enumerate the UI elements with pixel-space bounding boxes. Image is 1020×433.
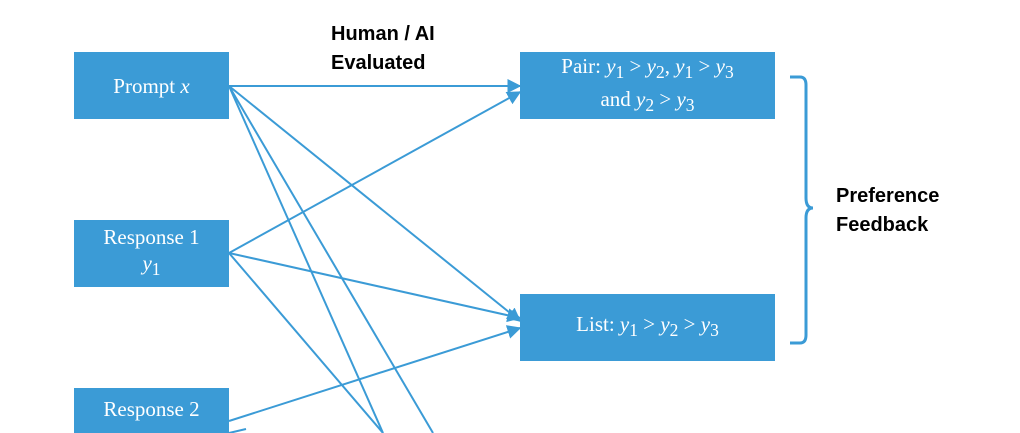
prompt-label: Prompt x [113, 73, 190, 98]
edge-response1-down [228, 252, 384, 433]
edge-prompt-down-2 [228, 85, 434, 433]
edge-response1-to-list [228, 252, 522, 323]
response2-box: Response 2 [74, 388, 229, 433]
pair-line-2: and y2 > y3 [600, 86, 695, 115]
edge-response2-tail [228, 428, 247, 433]
response2-label: Response 2 [103, 397, 200, 421]
list-box: List: y1 > y2 > y3 [520, 294, 775, 361]
response1-var: y1 [142, 251, 161, 280]
edge-response2-to-list [228, 325, 522, 422]
pair-box: Pair: y1 > y2, y1 > y3 and y2 > y3 [520, 52, 775, 119]
pair-line-1: Pair: y1 > y2, y1 > y3 [561, 54, 734, 83]
response1-label: Response 1 [103, 225, 200, 250]
prompt-box: Prompt x [74, 52, 229, 119]
preference-bracket [790, 75, 814, 345]
edge-prompt-to-list [228, 85, 522, 322]
edge-prompt-down-1 [228, 85, 384, 433]
preference-feedback-label: Preference Feedback [836, 185, 940, 236]
list-line: List: y1 > y2 > y3 [576, 312, 719, 341]
edge-response1-to-pair [228, 91, 522, 254]
evaluated-label: Human / AI Evaluated [331, 23, 435, 74]
response1-box: Response 1 y1 [74, 220, 229, 287]
